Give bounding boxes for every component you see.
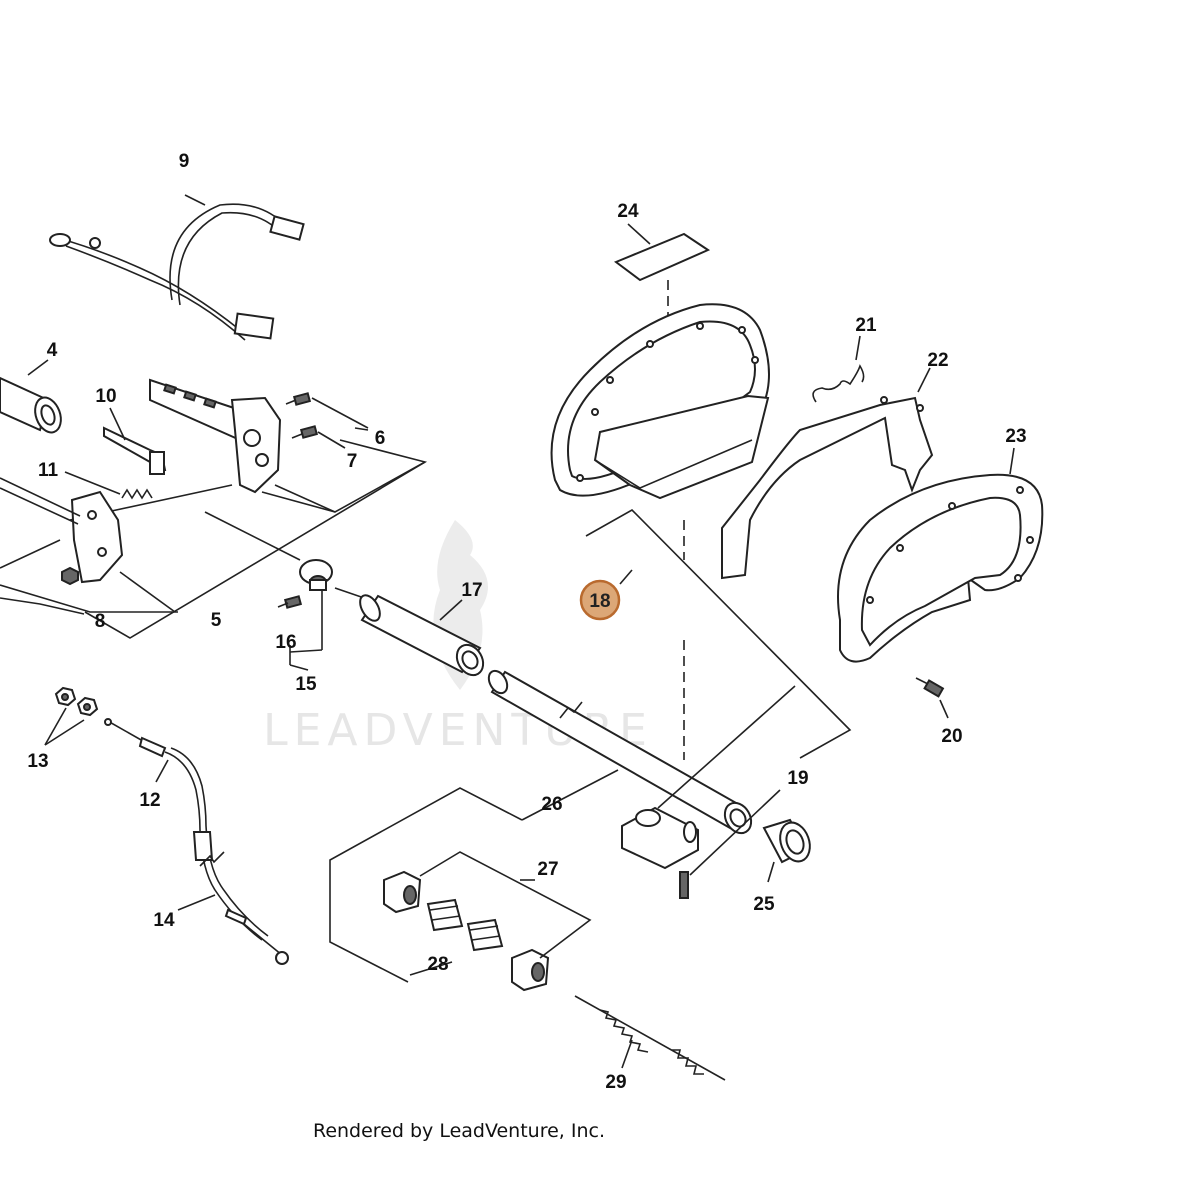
part-19-clamp-block[interactable] [621, 685, 796, 899]
part-27-bearing[interactable] [383, 851, 592, 992]
label-4[interactable]: 4 [47, 340, 58, 361]
part-16-screw[interactable] [277, 595, 303, 609]
part-4-tube[interactable] [0, 359, 65, 436]
label-20[interactable]: 20 [941, 726, 962, 747]
label-9[interactable]: 9 [179, 151, 190, 172]
label-11[interactable]: 11 [38, 460, 59, 481]
part-29-drive-shaft[interactable] [574, 995, 726, 1081]
part-6-screw[interactable] [285, 392, 369, 429]
label-17[interactable]: 17 [461, 580, 482, 601]
label-26[interactable]: 26 [541, 794, 562, 815]
label-19[interactable]: 19 [787, 768, 808, 789]
part-11-spring[interactable] [64, 471, 153, 500]
label-16[interactable]: 16 [275, 632, 296, 653]
part-17-sleeve[interactable] [356, 592, 488, 680]
part-26-shaft[interactable] [329, 668, 756, 983]
part-15-clamp[interactable] [204, 511, 371, 671]
leader-lines-handle [0, 427, 428, 639]
part-25-bushing[interactable] [762, 818, 815, 883]
label-14[interactable]: 14 [153, 910, 175, 931]
part-9-wire-harness[interactable] [49, 194, 305, 341]
part-28-sleeve[interactable] [409, 898, 504, 976]
label-10[interactable]: 10 [95, 386, 116, 407]
label-7[interactable]: 7 [347, 451, 358, 472]
part-22-gasket[interactable] [721, 367, 934, 580]
part-5-handle-assembly[interactable] [69, 378, 336, 521]
label-12[interactable]: 12 [139, 790, 160, 811]
part-8-plate[interactable] [0, 477, 124, 586]
part-20-screw[interactable] [915, 677, 949, 719]
label-23[interactable]: 23 [1005, 426, 1026, 447]
part-12-cable[interactable] [104, 718, 269, 941]
label-5[interactable]: 5 [211, 610, 222, 631]
label-21[interactable]: 21 [855, 315, 877, 336]
highlighted-callout-18[interactable]: 18 [579, 579, 621, 621]
label-15[interactable]: 15 [295, 674, 317, 695]
label-29[interactable]: 29 [605, 1072, 626, 1093]
highlight-circle[interactable] [579, 579, 621, 621]
label-8[interactable]: 8 [95, 611, 106, 632]
part-7-screw[interactable] [291, 425, 346, 449]
label-13[interactable]: 13 [27, 751, 48, 772]
part-13-nuts[interactable] [44, 686, 99, 746]
label-28[interactable]: 28 [427, 954, 448, 975]
part-14-cable-end[interactable] [177, 894, 289, 965]
label-27[interactable]: 27 [537, 859, 558, 880]
part-21-spring-clip[interactable] [812, 335, 865, 403]
part-18-cover[interactable] [550, 303, 852, 760]
label-6[interactable]: 6 [375, 428, 386, 449]
part-10-lever[interactable] [103, 407, 167, 475]
label-24[interactable]: 24 [617, 201, 639, 222]
label-22[interactable]: 22 [927, 350, 948, 371]
footer-credit: Rendered by LeadVenture, Inc. [312, 1120, 606, 1142]
part-23-frame[interactable] [837, 447, 1044, 663]
label-25[interactable]: 25 [753, 894, 775, 915]
part-labels: 9 4 10 11 6 7 8 5 17 16 15 13 12 14 24 2… [27, 151, 1026, 1093]
label-18[interactable]: 18 [589, 591, 610, 612]
